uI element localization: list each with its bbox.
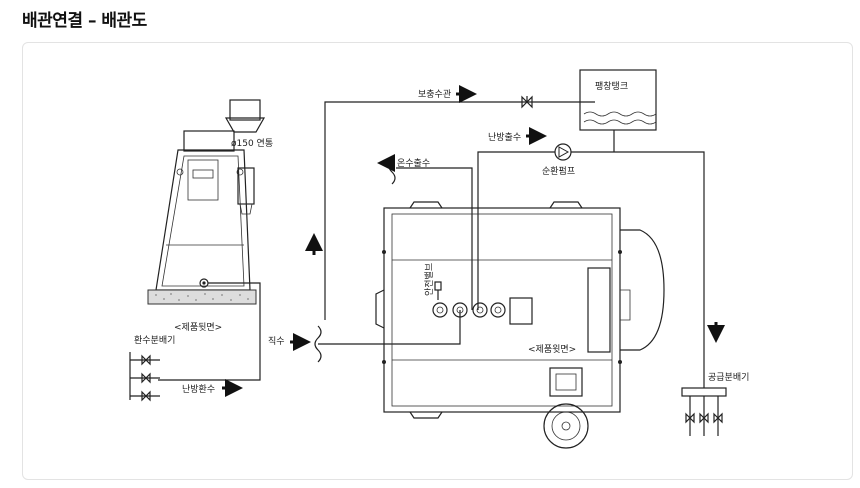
direct-water-label: 직수 — [268, 336, 285, 347]
expansion-tank — [579, 69, 657, 131]
heating-outlet-pipe — [477, 151, 555, 310]
hot-water-pipe — [396, 167, 473, 310]
boiler-rear-view — [147, 99, 266, 305]
safety-valve-label: 안전밸브 — [424, 263, 435, 296]
pipe-break-icon — [314, 325, 322, 363]
supply-pipe — [571, 151, 705, 388]
return-header-label: 환수분배기 — [134, 334, 175, 346]
hot-water-label: 온수출수 — [397, 158, 430, 169]
flue-label: ø150 연통 — [231, 138, 273, 149]
expansion-tank-label: 팽창탱크 — [595, 81, 628, 92]
return-header — [129, 352, 160, 402]
makeup-pipe-label: 보충수관 — [418, 89, 451, 100]
boiler-top-view — [375, 201, 665, 449]
makeup-pipe — [324, 101, 595, 320]
heating-return-label: 난방환수 — [182, 383, 215, 395]
heating-outlet-label: 난방출수 — [488, 132, 521, 143]
makeup-valve-icon — [521, 95, 533, 109]
supply-header-label: 공급분배기 — [708, 372, 749, 383]
return-pipe — [158, 282, 261, 381]
valve-icon — [141, 354, 151, 402]
direct-water-pipe — [318, 310, 461, 345]
circulation-pump-label: 순환펌프 — [542, 165, 575, 177]
product-back-label: <제품뒷면> — [174, 321, 222, 333]
page-title: 배관연결 – 배관도 — [22, 11, 147, 31]
product-top-label: <제품윗면> — [528, 344, 576, 355]
circulation-pump-icon — [554, 143, 572, 161]
supply-header — [681, 387, 727, 436]
